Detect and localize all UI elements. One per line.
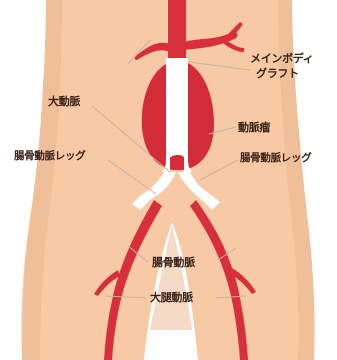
label-iliac-artery: 腸骨動脈: [152, 256, 195, 269]
label-femoral-artery: 大腿動脈: [150, 291, 193, 304]
label-aorta: 大動脈: [48, 95, 80, 108]
label-iliac-leg-right: 腸骨動脈レッグ: [240, 152, 311, 165]
label-aneurysm: 動脈瘤: [238, 121, 270, 134]
aorta-vessel: [168, 0, 186, 58]
label-main-body-graft-line2: グラフト: [256, 67, 299, 80]
label-main-body-graft-line1: メインボディ: [250, 52, 313, 65]
main-body-graft: [162, 58, 192, 172]
label-iliac-leg-left: 腸骨動脈レッグ: [14, 150, 85, 163]
